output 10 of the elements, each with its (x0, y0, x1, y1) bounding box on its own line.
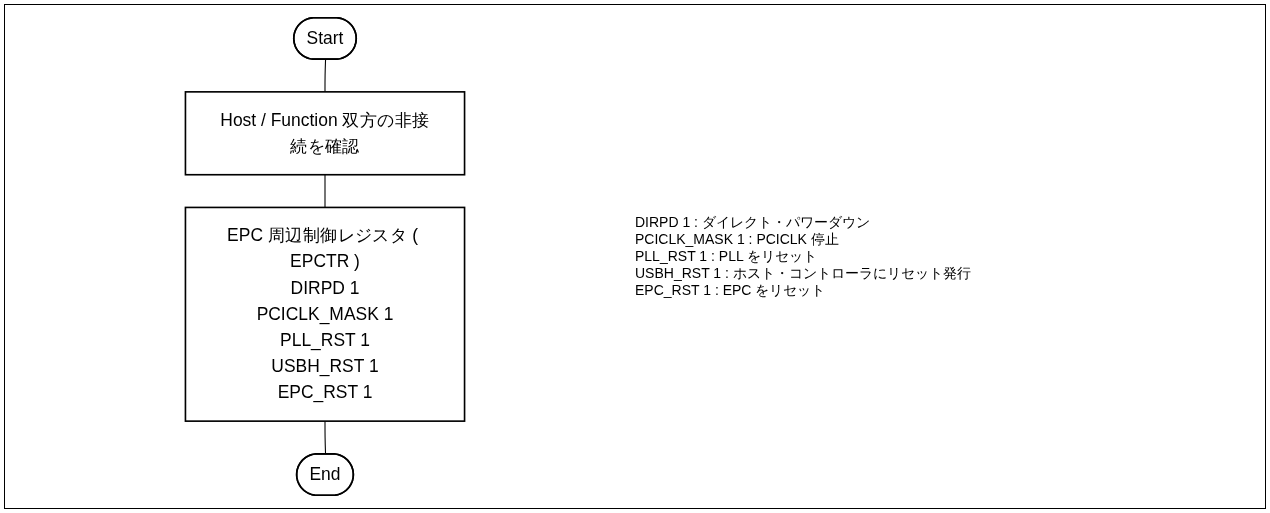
node-box: Host / Function 双方の非接続を確認 (184, 91, 466, 176)
node-box: EPC 周辺制御レジスタ ( EPCTR ) DIRPD 1 PCICLK_MASK 1 PLL_RST 1 USBH_RST 1 EPC_RST 1 (184, 206, 466, 422)
register-note: DIRPD 1 : ダイレクト・パワーダウン (635, 214, 871, 231)
register-note: PLL_RST 1 : PLL をリセット (635, 248, 819, 265)
register-note: PCICLK_MASK 1 : PCICLK 停止 (635, 231, 840, 248)
connector (324, 420, 327, 455)
register-note: USBH_RST 1 : ホスト・コントローラにリセット発行 (635, 265, 971, 282)
connector (324, 174, 326, 208)
connector (324, 59, 327, 93)
register-note: EPC_RST 1 : EPC をリセット (635, 282, 827, 299)
